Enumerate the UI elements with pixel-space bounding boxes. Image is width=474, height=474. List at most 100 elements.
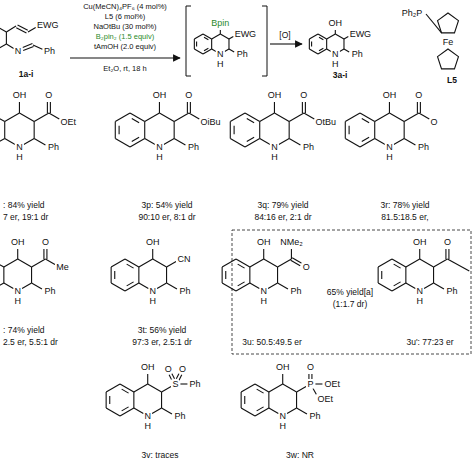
bond bbox=[120, 408, 134, 416]
atom-label: Ph bbox=[417, 143, 430, 152]
bond bbox=[406, 259, 420, 267]
atom-label: Ph bbox=[47, 143, 60, 152]
bond bbox=[4, 259, 18, 267]
bond bbox=[238, 264, 245, 268]
bond bbox=[122, 389, 129, 393]
bond bbox=[241, 408, 255, 416]
reagent-text: B₂pin₂ (1.5 equiv) bbox=[96, 33, 154, 41]
bond bbox=[132, 137, 139, 141]
bond bbox=[287, 408, 297, 414]
bond bbox=[230, 113, 245, 122]
bond bbox=[360, 113, 375, 122]
atom-label: S bbox=[171, 380, 179, 389]
bond bbox=[17, 249, 18, 259]
atom-label: N bbox=[331, 50, 340, 59]
bond bbox=[381, 271, 382, 279]
reagent-text: NaOtBu (30 mol%) bbox=[94, 23, 157, 31]
bond bbox=[0, 44, 6, 50]
bond bbox=[33, 45, 42, 49]
bond bbox=[145, 139, 155, 145]
bond bbox=[148, 384, 162, 392]
atom-label: N bbox=[15, 143, 24, 152]
bond bbox=[289, 122, 290, 139]
bond bbox=[125, 283, 139, 291]
atom-label: O bbox=[430, 117, 439, 126]
bond bbox=[289, 139, 300, 146]
bond bbox=[176, 373, 179, 378]
compound-caption: 3u: 50.5:49.5 er bbox=[242, 338, 302, 347]
bond bbox=[4, 122, 5, 139]
bond bbox=[419, 113, 429, 119]
bond bbox=[0, 113, 5, 122]
bond bbox=[302, 102, 303, 113]
bond bbox=[257, 389, 264, 393]
bond bbox=[180, 383, 187, 384]
atom-label: Bpin bbox=[210, 19, 230, 28]
bond bbox=[162, 408, 172, 414]
bond bbox=[47, 102, 48, 113]
compound-caption: 3q: 79% yield bbox=[257, 201, 308, 210]
atom-label: OiBu bbox=[200, 117, 222, 126]
bond bbox=[234, 126, 235, 135]
bond bbox=[394, 282, 401, 286]
bond bbox=[19, 113, 34, 122]
atom-label: EWG bbox=[234, 30, 258, 39]
atom-label: O bbox=[299, 91, 308, 100]
atom-label: O bbox=[414, 91, 423, 100]
bond bbox=[159, 102, 160, 113]
bond bbox=[268, 392, 269, 408]
bond bbox=[162, 387, 172, 393]
bond bbox=[297, 408, 307, 414]
compound-number: 1a-i bbox=[18, 70, 35, 79]
bond bbox=[304, 113, 314, 119]
compound-caption: 65% yield[a] bbox=[327, 288, 373, 297]
bond bbox=[138, 267, 139, 283]
bond bbox=[309, 39, 310, 49]
bond bbox=[230, 139, 245, 148]
bracket bbox=[262, 6, 267, 76]
compound-caption: [O] bbox=[279, 31, 290, 40]
bond bbox=[187, 102, 188, 113]
bond bbox=[22, 44, 32, 48]
bond bbox=[282, 374, 283, 384]
atom-label: N bbox=[415, 287, 424, 296]
bond bbox=[139, 283, 149, 289]
compound-caption: 3p: 54% yield bbox=[141, 201, 192, 210]
bond bbox=[6, 32, 7, 44]
compound-caption: 3u': 77:23 er bbox=[407, 338, 454, 347]
atom-label: Ph₂P bbox=[401, 9, 424, 18]
bond bbox=[238, 282, 245, 286]
atom-label: OtBu bbox=[315, 117, 338, 126]
bond bbox=[311, 42, 312, 47]
bond bbox=[291, 249, 292, 259]
bond bbox=[378, 267, 379, 283]
bond bbox=[292, 258, 302, 264]
bond bbox=[345, 139, 360, 148]
atom-label: O bbox=[41, 238, 50, 247]
bond bbox=[222, 283, 236, 291]
compound-caption: (1:1.7 dr) bbox=[333, 300, 368, 309]
bond bbox=[144, 122, 145, 139]
atom-label: OH bbox=[12, 91, 28, 100]
compound-caption: 3w: NR bbox=[286, 451, 314, 460]
bond bbox=[167, 262, 177, 268]
bond bbox=[335, 34, 344, 39]
bond bbox=[32, 259, 46, 267]
bond bbox=[420, 102, 421, 113]
bond bbox=[362, 137, 369, 141]
bond bbox=[264, 259, 278, 267]
bond bbox=[250, 283, 260, 289]
bracket bbox=[186, 6, 191, 76]
bond bbox=[0, 26, 6, 32]
reagent-text: L5 (6 mol%) bbox=[105, 13, 145, 21]
bond bbox=[296, 392, 297, 408]
atom-label: N bbox=[385, 143, 394, 152]
atom-label: OH bbox=[145, 238, 161, 247]
bond bbox=[319, 48, 323, 51]
bond bbox=[349, 126, 350, 135]
bond bbox=[43, 249, 44, 259]
bond bbox=[174, 113, 189, 122]
cyclopentadienyl-ring bbox=[438, 13, 459, 33]
bond bbox=[434, 283, 444, 289]
compound-caption: 97:3 er, 2.5:1 dr bbox=[132, 338, 192, 347]
